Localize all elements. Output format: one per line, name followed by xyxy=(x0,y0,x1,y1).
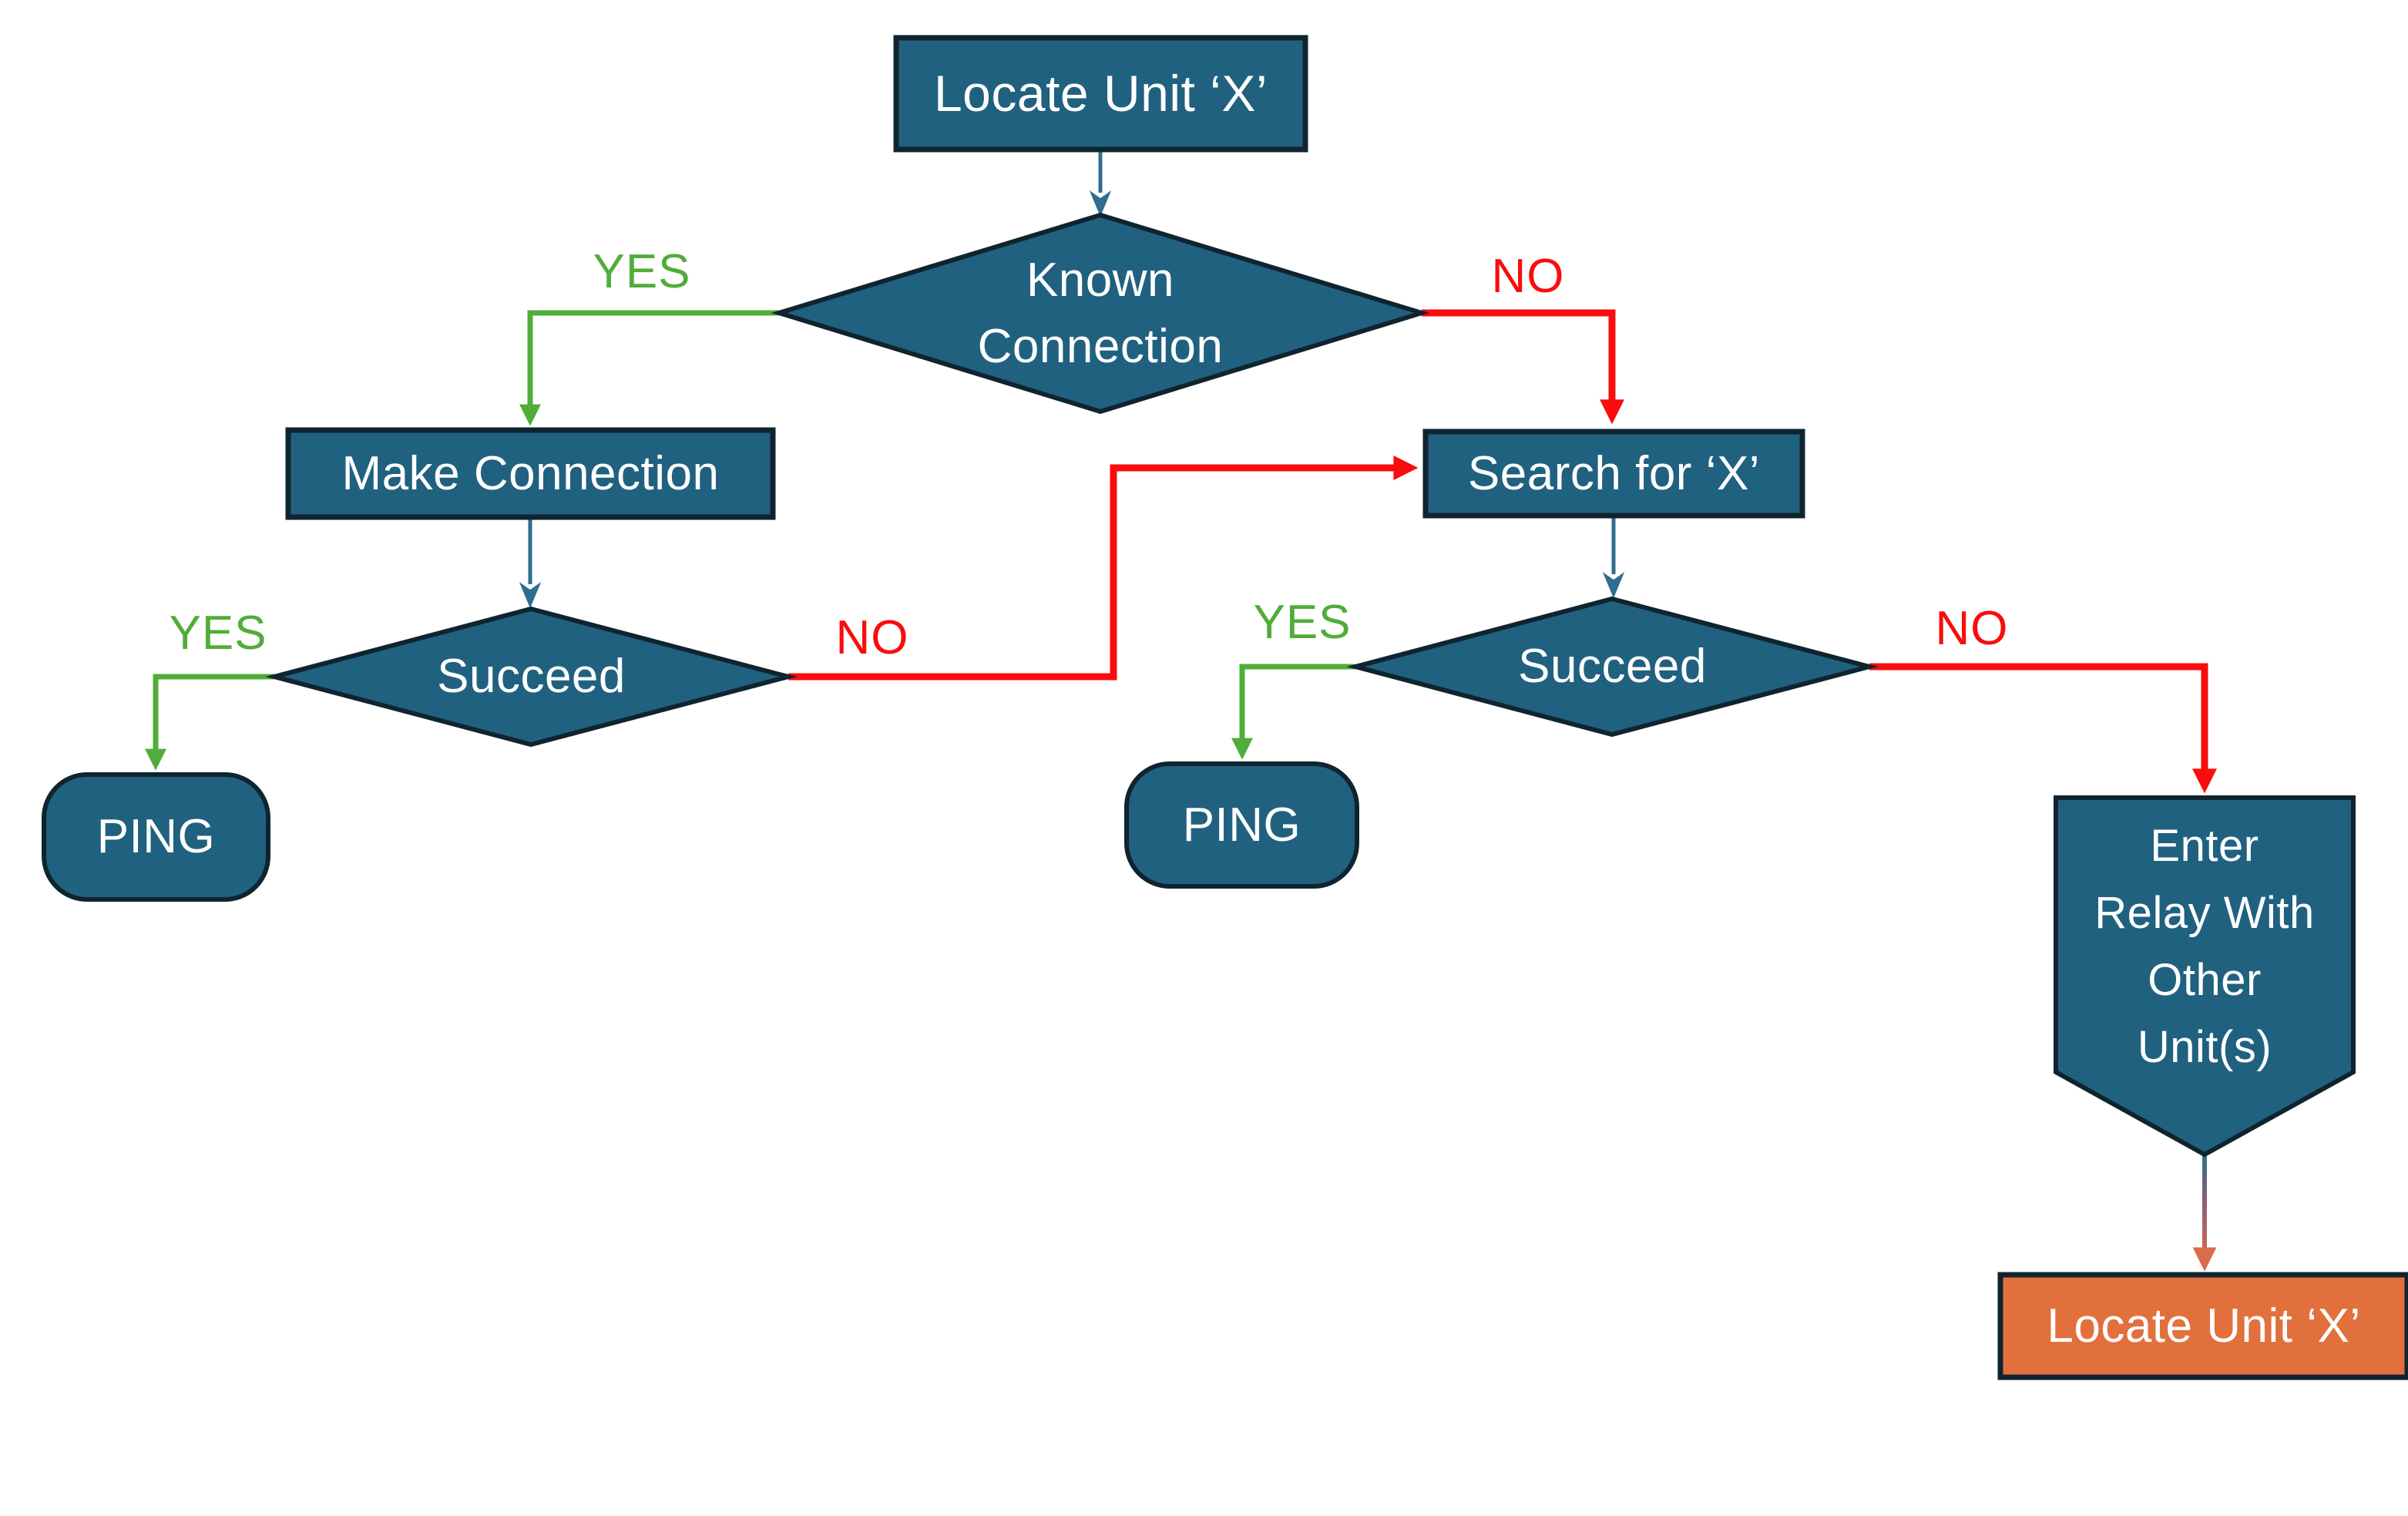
succeed-left-no-label: NO xyxy=(835,610,909,664)
ping-right-shape xyxy=(1124,761,1359,889)
succeed-right-yes-label: YES xyxy=(1253,595,1352,649)
succeed-left-diamond-shape xyxy=(265,606,798,748)
known-no-label: NO xyxy=(1491,249,1565,303)
succeed-right-diamond-shape xyxy=(1346,596,1879,738)
ping-left-shape xyxy=(42,772,270,902)
known-connection-diamond-shape xyxy=(771,212,1430,415)
succeed-right-no-label: NO xyxy=(1935,601,2009,655)
edge-succeed-left-no-to-search xyxy=(788,455,1419,681)
locate-unit-relay-box-shape xyxy=(1997,1272,2408,1380)
enter-relay-pentagon-shape xyxy=(2054,795,2356,1158)
search-for-x-box-shape xyxy=(1422,429,1805,519)
known-yes-label: YES xyxy=(593,244,691,298)
edge-succeed-right-yes-to-ping xyxy=(1231,664,1355,760)
edge-succeed-left-yes-to-ping xyxy=(145,674,274,771)
edge-known-no-to-search xyxy=(1422,309,1624,425)
edge-known-yes-to-make-connection xyxy=(519,310,779,426)
make-connection-box-shape xyxy=(285,427,776,520)
succeed-left-yes-label: YES xyxy=(169,606,267,660)
edge-succeed-right-no-to-enter-relay xyxy=(1869,663,2217,794)
start-box-shape xyxy=(893,35,1308,153)
